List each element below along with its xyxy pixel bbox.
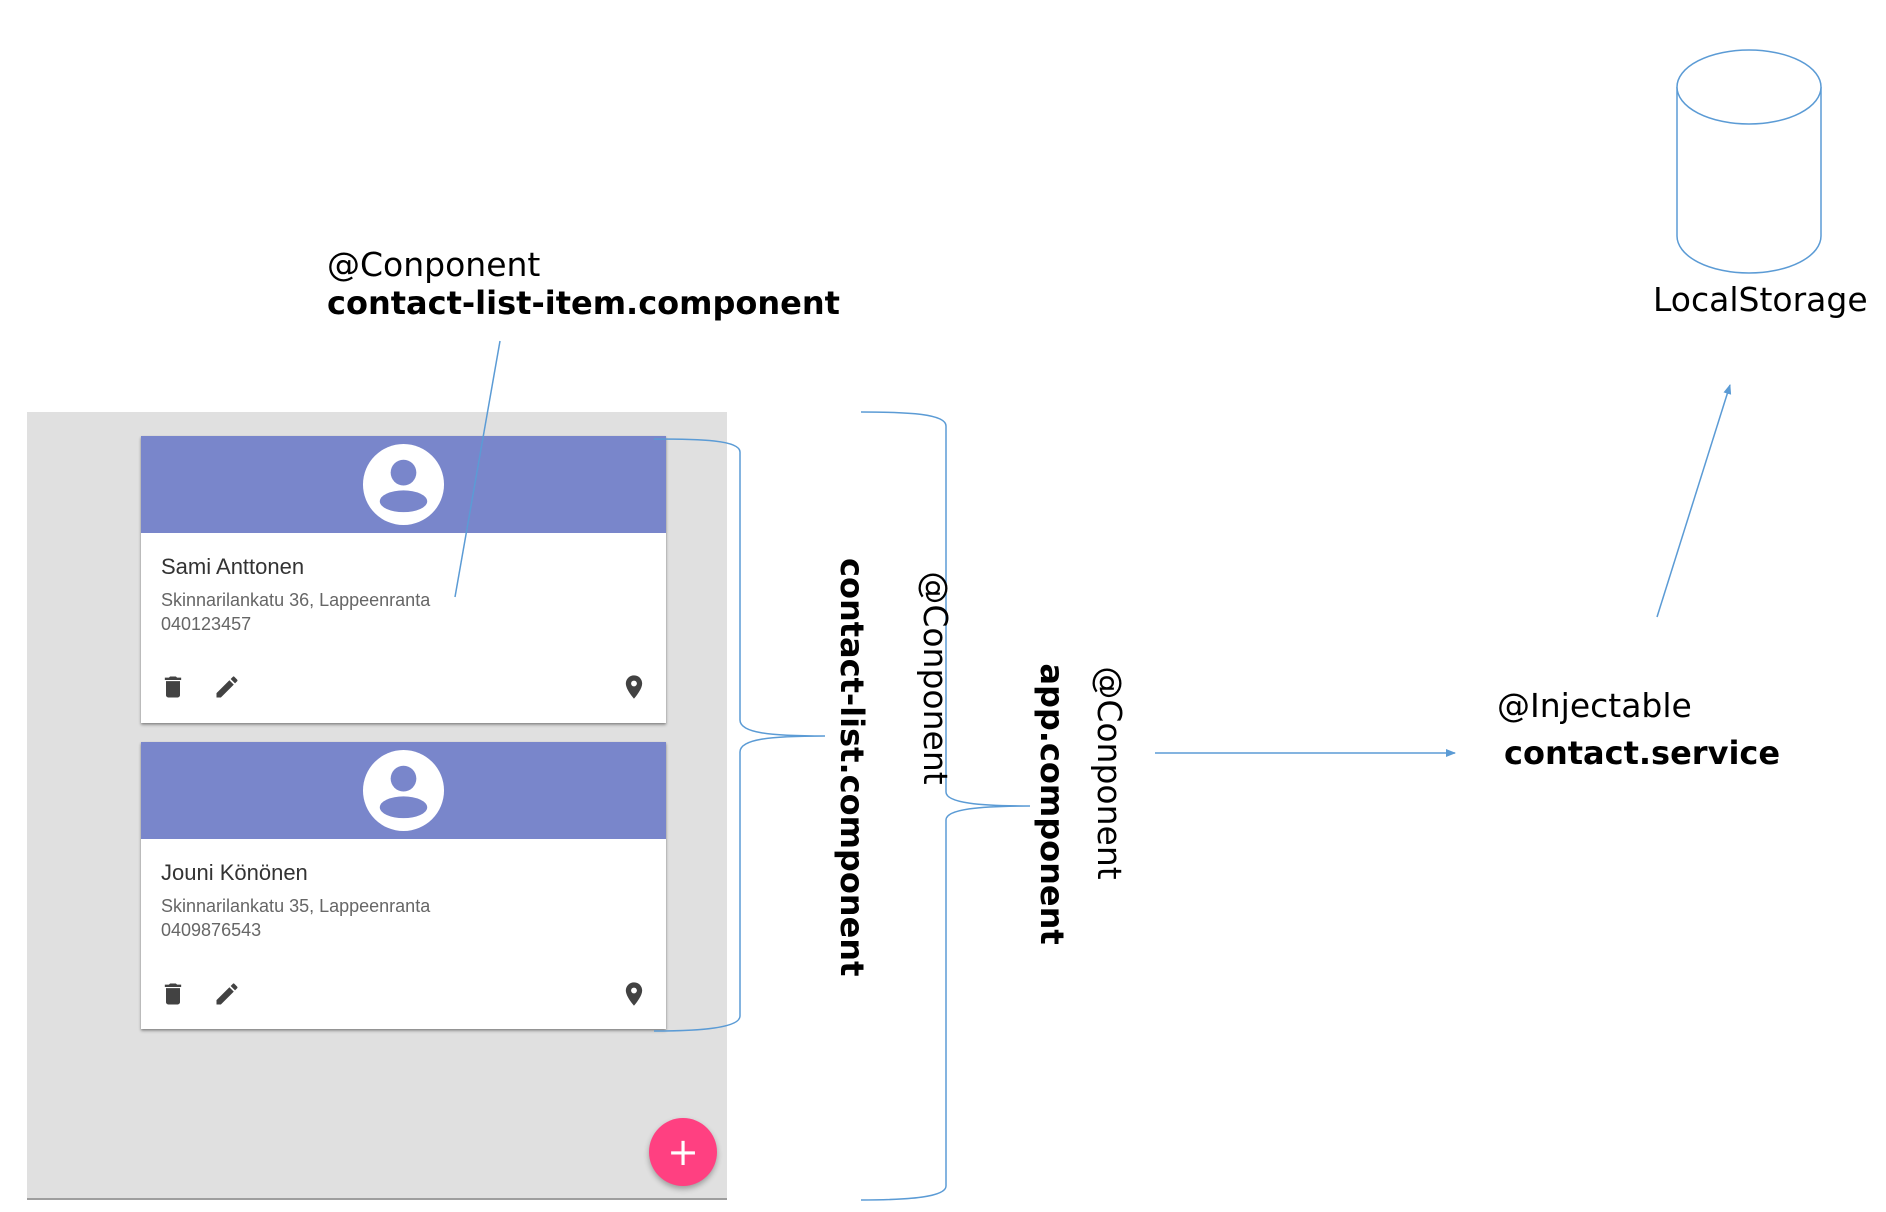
trash-icon <box>164 676 182 698</box>
service-to-storage-arrow <box>1656 384 1732 618</box>
contact-card: Jouni Könönen Skinnarilankatu 35, Lappee… <box>141 742 666 1029</box>
app-decorator: @Conponent <box>1090 666 1129 880</box>
contact-phone: 0409876543 <box>161 920 262 940</box>
edit-button[interactable] <box>213 673 241 701</box>
location-button[interactable] <box>620 980 648 1008</box>
contact-list-decorator: @Conponent <box>916 571 955 785</box>
contact-name: Jouni Könönen <box>161 860 308 885</box>
card-header <box>141 742 666 839</box>
contact-address: Skinnarilankatu 36, Lappeenranta <box>161 590 431 610</box>
contact-card: Sami Anttonen Skinnarilankatu 36, Lappee… <box>141 436 666 723</box>
service-name: contact.service <box>1504 734 1781 772</box>
account-circle-icon <box>362 443 445 526</box>
contact-name: Sami Anttonen <box>161 554 305 579</box>
app-component-name: app.component <box>1033 663 1071 945</box>
add-contact-button[interactable]: + <box>649 1118 717 1186</box>
contact-address: Skinnarilankatu 35, Lappeenranta <box>161 896 431 916</box>
service-decorator: @Injectable <box>1497 686 1692 725</box>
app-screenshot-panel: Sami Anttonen Skinnarilankatu 36, Lappee… <box>27 412 727 1200</box>
storage-label: LocalStorage <box>1653 280 1868 319</box>
delete-button[interactable] <box>159 673 187 701</box>
edit-button[interactable] <box>213 980 241 1008</box>
account-circle-icon <box>362 749 445 832</box>
location-button[interactable] <box>620 673 648 701</box>
pencil-icon <box>216 676 238 698</box>
contact-phone: 040123457 <box>161 614 252 634</box>
list-item-component-name: contact-list-item.component <box>327 284 840 322</box>
pencil-icon <box>216 983 238 1005</box>
delete-button[interactable] <box>159 980 187 1008</box>
trash-icon <box>164 983 182 1005</box>
map-pin-icon <box>625 675 643 699</box>
database-cylinder-icon <box>1676 49 1822 274</box>
card-header <box>141 436 666 533</box>
map-pin-icon <box>625 982 643 1006</box>
list-item-decorator: @Conponent <box>327 245 541 284</box>
contact-list-component-name: contact-list.component <box>833 558 871 977</box>
